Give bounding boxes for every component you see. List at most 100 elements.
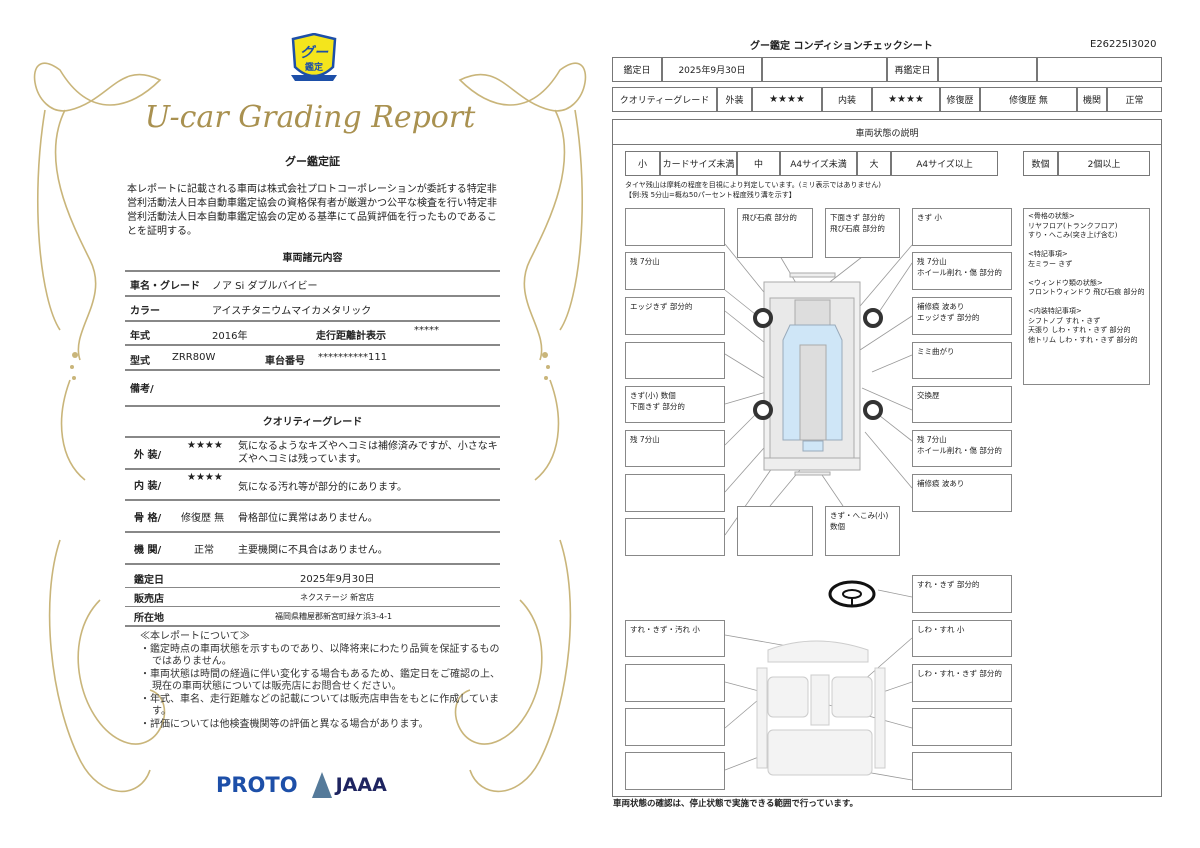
grade-exterior-desc: 気になるようなキズやヘコミは補修済みですが、小さなキズやヘコミは残っています。	[238, 441, 498, 465]
date-value: 2025年9月30日	[662, 57, 762, 82]
legend-medium-desc: A4サイズ未満	[780, 151, 857, 176]
ext-bottom-box-2: きず・へこみ(小) 数個	[825, 506, 900, 556]
report-title: U-car Grading Report	[144, 100, 476, 135]
legend-large-desc: A4サイズ以上	[891, 151, 998, 176]
int-right-box-1: すれ・きず 部分的	[912, 575, 1012, 613]
divider	[125, 606, 500, 607]
notes-heading: ≪本レポートについて≫	[140, 631, 250, 642]
divider	[125, 563, 500, 565]
dealer: ネクステージ 新宮店	[300, 593, 375, 602]
int-left-box-2	[625, 664, 725, 702]
blank-cell	[762, 57, 887, 82]
odometer-value: *****	[414, 325, 439, 336]
exterior-stars: ★★★★	[752, 87, 822, 112]
year-label: 年式	[130, 331, 150, 342]
svg-text:鑑定: 鑑定	[305, 61, 324, 73]
grade-frame-value: 修復歴 無	[181, 513, 225, 524]
note-item: ・鑑定時点の車両状態を示すものであり、以降将来にわたり品質を保証するものではあり…	[140, 643, 500, 668]
divider	[125, 468, 500, 470]
jaaa-logo-icon	[311, 772, 332, 798]
grade-engine-value: 正常	[194, 545, 214, 556]
reinspect-value	[938, 57, 1037, 82]
legend-several-key: 数個	[1023, 151, 1058, 176]
ext-left-box-6: 残 7分山	[625, 430, 725, 467]
footer-logos: PROTO JAAA	[216, 772, 387, 798]
ext-right-box-4: ミミ曲がり	[912, 342, 1012, 379]
int-right-box-3: しわ・すれ・きず 部分的	[912, 664, 1012, 702]
divider	[125, 436, 500, 438]
model-value: ZRR80W	[172, 352, 216, 363]
location: 福岡県糟屋郡新宮町緑ケ浜3-4-1	[275, 612, 393, 621]
divider	[125, 320, 500, 322]
ext-right-box-5: 交換歴	[912, 386, 1012, 423]
tire-example: 【例:残 5分山=概ね50パーセント程度残り溝を示す】	[625, 191, 796, 199]
dealer-label: 販売店	[134, 594, 164, 605]
sheet-footer: 車両状態の確認は、停止状態で実施できる範囲で行っています。	[613, 799, 859, 809]
grade-frame-desc: 骨格部位に異常はありません。	[238, 513, 378, 524]
sheet-id: E26225I3020	[1090, 39, 1157, 50]
ext-right-box-1: きず 小	[912, 208, 1012, 246]
report-notes: ≪本レポートについて≫ ・鑑定時点の車両状態を示すものであり、以降将来にわたり品…	[140, 631, 500, 731]
int-right-box-5	[912, 752, 1012, 790]
ext-right-box-7: 補修痕 波あり	[912, 474, 1012, 512]
goo-kantei-logo: グー 鑑定	[287, 32, 341, 87]
model-label: 型式	[130, 356, 150, 367]
ext-top-box-2: 下面きず 部分的 飛び石痕 部分的	[825, 208, 900, 258]
blank-cell	[1037, 57, 1162, 82]
jaaa-logo: JAAA	[335, 774, 387, 796]
odometer-label: 走行距離計表示	[316, 331, 386, 342]
grade-heading: クオリティーグレード	[262, 417, 363, 428]
inspection-date-label: 鑑定日	[134, 575, 164, 586]
certificate-intro: 本レポートに記載される車両は株式会社プロトコーポレーションが委託する特定非営利活…	[127, 184, 497, 237]
svg-text:グー: グー	[300, 44, 329, 61]
divider	[125, 270, 500, 272]
remarks-box: <骨格の状態> リヤフロア(トランクフロア) すり・へこみ(突き上げ含む) <特…	[1023, 208, 1150, 385]
ext-top-box-1: 飛び石痕 部分的	[737, 208, 813, 258]
note-item: ・年式、車名、走行距離などの記載については販売店申告をもとに作成しています。	[140, 693, 499, 718]
int-left-box-3	[625, 708, 725, 746]
section-title: 車両状態の説明	[612, 119, 1162, 145]
grade-frame-label: 骨 格/	[134, 513, 162, 524]
engine-label: 機関	[1077, 87, 1107, 112]
divider	[125, 405, 500, 407]
grade-row-label: クオリティーグレード	[612, 87, 717, 112]
note-item: ・車両状態は時間の経過に伴い変化する場合もあるため、鑑定日をご確認の上、現在の車…	[140, 668, 500, 693]
int-right-box-4	[912, 708, 1012, 746]
divider	[125, 531, 500, 533]
divider	[125, 587, 500, 588]
ext-right-box-2: 残 7分山 ホイール削れ・傷 部分的	[912, 252, 1012, 290]
ext-left-box-8	[625, 518, 725, 556]
grade-engine-label: 機 関/	[134, 545, 162, 556]
color-label: カラー	[130, 306, 160, 317]
certificate-heading: グー鑑定証	[285, 155, 340, 168]
interior-stars: ★★★★	[872, 87, 940, 112]
divider	[125, 625, 500, 627]
note-item: ・評価については他検査機関等の評価と異なる場合があります。	[140, 718, 429, 730]
repair-label: 修復歴	[940, 87, 980, 112]
sheet-title: グー鑑定 コンディションチェックシート	[750, 41, 933, 52]
engine-value: 正常	[1107, 87, 1162, 112]
int-left-box-4	[625, 752, 725, 790]
legend-several-desc: 2個以上	[1058, 151, 1150, 176]
divider	[125, 344, 500, 346]
int-right-box-2: しわ・すれ 小	[912, 620, 1012, 657]
legend-large-key: 大	[857, 151, 891, 176]
name-value: ノア Si ダブルバイビー	[212, 281, 318, 292]
ext-right-box-6: 残 7分山 ホイール削れ・傷 部分的	[912, 430, 1012, 467]
ext-left-box-7	[625, 474, 725, 512]
grade-interior-desc: 気になる汚れ等が部分的にあります。	[238, 482, 407, 493]
chassis-value: **********111	[318, 352, 388, 363]
legend-small-desc: カードサイズ未満	[660, 151, 737, 176]
divider	[125, 369, 500, 371]
ext-right-box-3: 補修痕 波あり エッジきず 部分的	[912, 297, 1012, 335]
year-value: 2016年	[212, 331, 248, 342]
chassis-label: 車台番号	[265, 356, 305, 367]
ext-left-box-2: 残 7分山	[625, 252, 725, 290]
ext-left-box-1	[625, 208, 725, 246]
divider	[125, 499, 500, 501]
exterior-label: 外装	[717, 87, 752, 112]
grade-interior-value: ★★★★	[187, 472, 223, 483]
specs-heading: 車両諸元内容	[282, 253, 343, 264]
date-label: 鑑定日	[612, 57, 662, 82]
location-label: 所在地	[134, 613, 164, 624]
